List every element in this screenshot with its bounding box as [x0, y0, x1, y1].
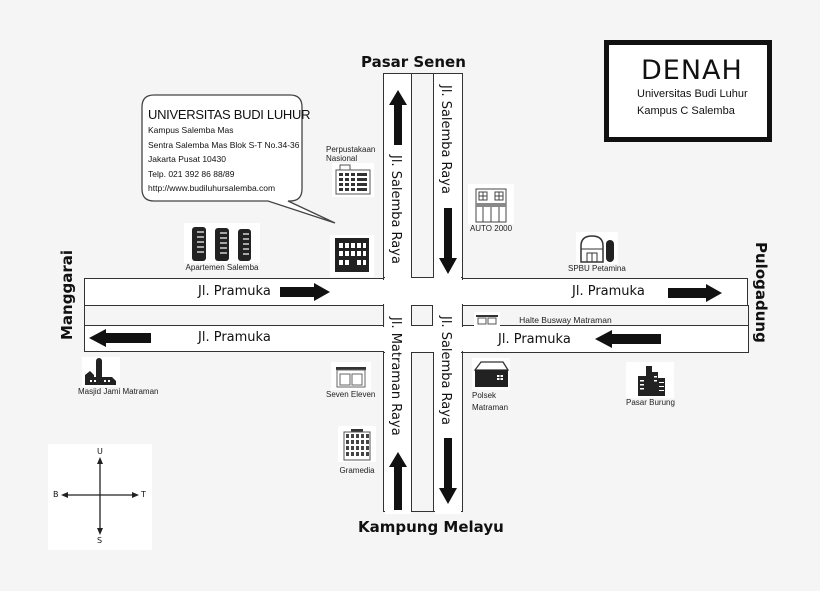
bus-stop-icon — [474, 311, 500, 326]
label-matraman: Jl. Matraman Raya — [388, 317, 403, 436]
compass-rose: U S B T — [48, 444, 152, 550]
bookstore-building-icon — [338, 426, 376, 462]
polsek-label-line1: Polsek — [472, 391, 497, 400]
halte-label: Halte Busway Matraman — [519, 315, 612, 325]
label-pramuka-east-bottom: Jl. Pramuka — [498, 332, 571, 347]
arrow-south-icon — [439, 208, 457, 274]
arrow-west-icon — [89, 329, 151, 347]
library-icon — [332, 163, 374, 197]
poi-gramedia: Gramedia — [338, 426, 376, 475]
pasar-burung-label: Pasar Burung — [626, 398, 675, 407]
arrow-south-south-icon — [439, 438, 457, 504]
label-salemba-left: Jl. Salemba Raya — [388, 155, 403, 264]
callout-line-address: Sentra Salemba Mas Blok S-T No.34-36 — [148, 139, 300, 150]
label-pramuka-east-top: Jl. Pramuka — [572, 284, 645, 299]
arrow-west-far-icon — [595, 330, 661, 348]
compass-south-label: S — [97, 536, 103, 545]
poi-spbu-petamina: SPBU Petamina — [568, 232, 626, 273]
arrow-east-icon — [280, 283, 330, 301]
compass-north-label: U — [97, 447, 103, 456]
polsek-label-line2: Matraman — [472, 403, 509, 412]
poi-apartemen-salemba: Apartemen Salemba — [184, 223, 260, 272]
junction-horizontal-fill — [86, 280, 747, 304]
poi-masjid-jami-matraman: Masjid Jami Matraman — [78, 357, 158, 396]
masjid-label: Masjid Jami Matraman — [78, 387, 159, 396]
median-west — [84, 305, 384, 326]
title-heading: DENAH — [641, 55, 743, 86]
poi-seven-eleven: Seven Eleven — [326, 362, 375, 399]
gramedia-label: Gramedia — [339, 466, 375, 475]
poi-pasar-burung: Pasar Burung — [626, 362, 675, 407]
callout-line-phone: Telp. 021 392 86 88/89 — [148, 168, 235, 179]
auto-2000-building-icon — [468, 184, 514, 224]
poi-halte-busway: Halte Busway Matraman — [474, 308, 612, 327]
compass-arrows-icon — [61, 457, 139, 535]
median-north — [411, 73, 434, 278]
poi-auto-2000: AUTO 2000 — [468, 184, 514, 233]
direction-north: Pasar Senen — [361, 53, 466, 71]
callout-text: UNIVERSITAS BUDI LUHUR Kampus Salemba Ma… — [148, 107, 310, 196]
campus-building-icon — [330, 235, 374, 277]
arrow-east-far-icon — [668, 284, 722, 302]
compass-east-label: T — [141, 490, 146, 499]
gas-station-icon — [575, 232, 618, 264]
poi-polsek-matraman: Polsek Matraman — [472, 358, 510, 414]
title-line-1: Universitas Budi Luhur — [637, 88, 748, 100]
direction-south: Kampung Melayu — [358, 518, 504, 536]
direction-east: Pulogadung — [752, 242, 770, 343]
store-icon — [330, 362, 371, 390]
callout-bubble — [141, 94, 336, 224]
arrow-north-south-icon — [389, 452, 407, 510]
label-salemba-right: Jl. Salemba Raya — [438, 85, 453, 194]
median-east — [462, 305, 749, 326]
arrow-north-icon — [389, 90, 407, 145]
median-south — [411, 352, 434, 512]
callout-line-website[interactable]: http://www.budiluhursalemba.com — [148, 183, 276, 193]
police-station-icon — [472, 358, 510, 390]
seven-eleven-label: Seven Eleven — [326, 390, 376, 399]
market-buildings-icon — [626, 362, 675, 398]
spbu-label: SPBU Petamina — [568, 264, 626, 273]
apartment-towers-icon — [184, 223, 260, 263]
label-salemba-south: Jl. Salemba Raya — [438, 316, 453, 425]
median-center — [411, 305, 433, 326]
label-pramuka-west-top: Jl. Pramuka — [198, 284, 271, 299]
callout-line-campus: Kampus Salemba Mas — [148, 125, 234, 135]
poi-perpustakaan-nasional: Perpustakaan Nasional — [326, 145, 375, 201]
apartemen-label: Apartemen Salemba — [185, 263, 259, 272]
direction-west: Manggarai — [58, 250, 76, 340]
label-pramuka-west-bottom: Jl. Pramuka — [198, 330, 271, 345]
auto-2000-label: AUTO 2000 — [469, 224, 513, 233]
compass-west-label: B — [53, 490, 59, 499]
callout-title: UNIVERSITAS BUDI LUHUR — [148, 107, 311, 122]
title-line-2: Kampus C Salemba — [637, 105, 735, 117]
title-box: DENAH Universitas Budi Luhur Kampus C Sa… — [604, 40, 772, 142]
callout-line-city: Jakarta Pusat 10430 — [148, 154, 226, 164]
mosque-icon — [82, 357, 120, 387]
